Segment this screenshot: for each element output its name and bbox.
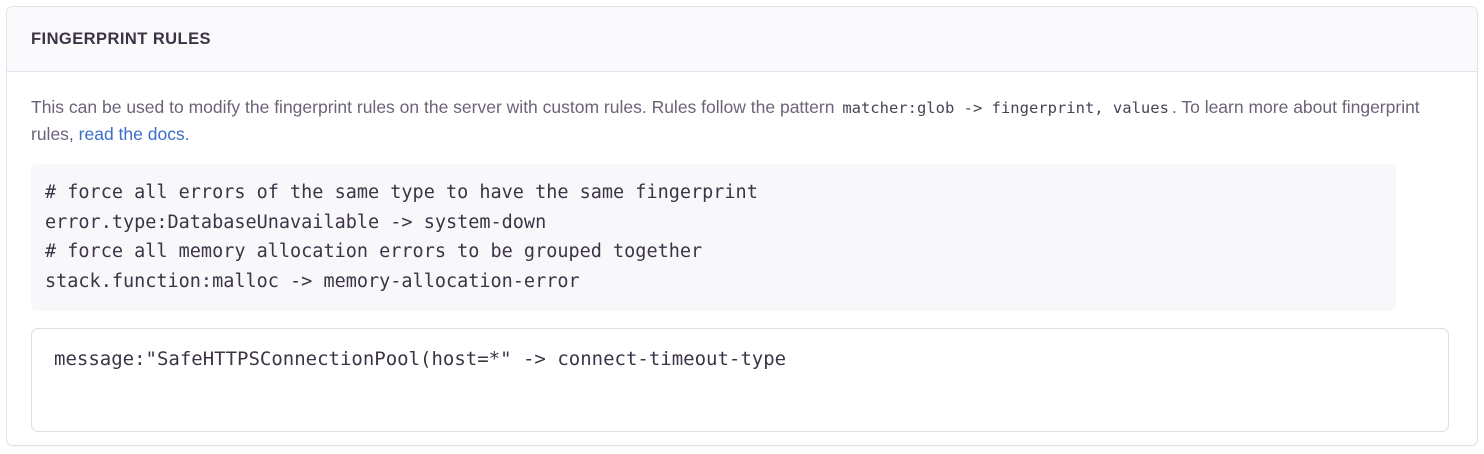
fingerprint-rules-card: FINGERPRINT RULES This can be used to mo…	[6, 6, 1478, 446]
card-header: FINGERPRINT RULES	[7, 7, 1477, 72]
code-sample-line: # force all memory allocation errors to …	[45, 241, 703, 262]
description-text: This can be used to modify the fingerpri…	[31, 94, 1431, 147]
page-title: FINGERPRINT RULES	[31, 29, 211, 48]
card-body: This can be used to modify the fingerpri…	[7, 72, 1477, 432]
description-text-before-code: This can be used to modify the fingerpri…	[31, 97, 840, 117]
description-trailing-period: .	[184, 124, 190, 144]
code-sample-line: stack.function:malloc -> memory-allocati…	[45, 270, 580, 292]
code-sample-line: error.type:DatabaseUnavailable -> system…	[45, 211, 547, 233]
description-text-after-code: . To learn more about fingerprint rules,	[31, 97, 1420, 144]
inline-code-pattern: matcher:glob -> fingerprint, values	[842, 99, 1169, 117]
code-sample-line: # force all errors of the same type to h…	[45, 182, 758, 203]
code-sample-block: # force all errors of the same type to h…	[31, 164, 1396, 311]
fingerprint-rules-input[interactable]	[31, 328, 1449, 432]
read-the-docs-link[interactable]: read the docs	[78, 124, 185, 144]
